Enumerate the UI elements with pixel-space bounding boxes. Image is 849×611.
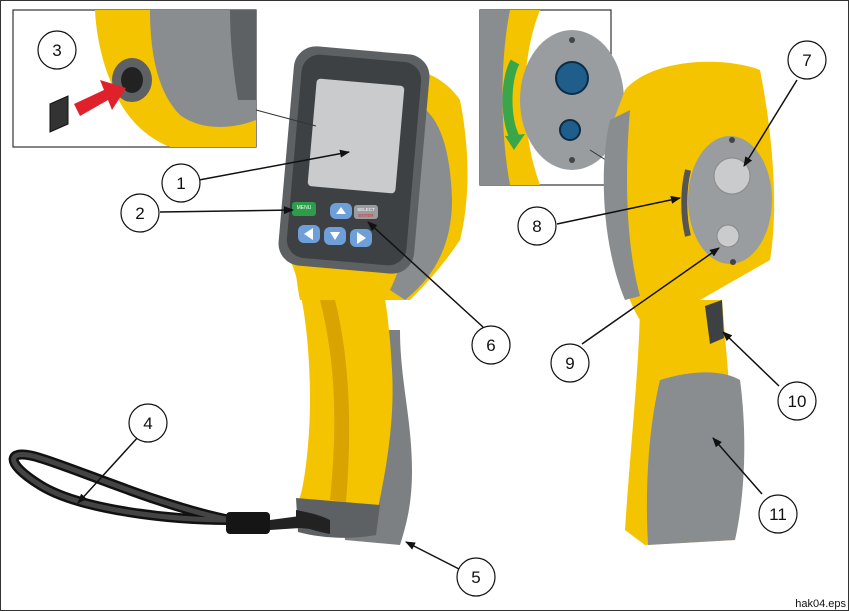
- callout-9-label: 9: [565, 354, 574, 373]
- enter-label: ENTER: [358, 213, 374, 218]
- callout-2-label: 2: [135, 204, 144, 223]
- callout-5: 5: [457, 558, 495, 596]
- callout-3-label: 3: [52, 41, 61, 60]
- back-screw-bottom: [730, 259, 736, 265]
- back-grip: [647, 372, 744, 545]
- callout-8: 8: [518, 207, 556, 245]
- display-screen: [307, 78, 404, 193]
- visual-camera-lens: [717, 225, 739, 247]
- screw-top: [569, 37, 575, 43]
- callout-1-label: 1: [176, 174, 185, 193]
- callout-11: 11: [759, 495, 797, 533]
- figure-id-label: hak04.eps: [795, 598, 846, 610]
- callout-10-label: 10: [788, 392, 807, 411]
- select-label: SELECT: [357, 207, 375, 212]
- callout-6-label: 6: [486, 336, 495, 355]
- callout-9: 9: [551, 344, 589, 382]
- back-screw-top: [729, 137, 735, 143]
- menu-button-label: MENU: [297, 205, 312, 211]
- callout-5-label: 5: [471, 568, 480, 587]
- callout-10: 10: [778, 382, 816, 420]
- visual-lens-detail: [560, 120, 580, 140]
- callout-4-label: 4: [143, 414, 152, 433]
- callout-3: 3: [38, 31, 76, 69]
- strap-buckle: [226, 512, 270, 534]
- callout-6: 6: [472, 326, 510, 364]
- ir-lens-detail: [556, 62, 588, 94]
- callout-1: 1: [162, 164, 200, 202]
- ir-lens: [714, 158, 750, 194]
- callout-8-label: 8: [532, 217, 541, 236]
- screw-bottom: [569, 157, 575, 163]
- callout-2: 2: [121, 194, 159, 232]
- callout-7: 7: [788, 41, 826, 79]
- callout-4: 4: [129, 404, 167, 442]
- callout-7-label: 7: [802, 51, 811, 70]
- callout-11-label: 11: [769, 505, 787, 524]
